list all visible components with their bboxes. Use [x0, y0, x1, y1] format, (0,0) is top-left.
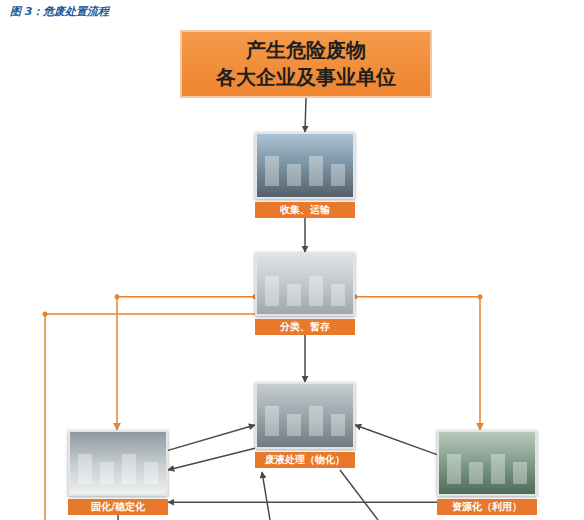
junction-dot [43, 312, 48, 317]
photo-shape [331, 414, 345, 436]
cropped-line [117, 515, 119, 520]
junction-dot [115, 294, 120, 299]
photo-detail [257, 254, 353, 314]
photo-shape [78, 454, 92, 484]
flow-arrow [305, 98, 306, 132]
step-label: 固化/稳定化 [68, 499, 168, 515]
photo-shape [309, 276, 323, 306]
step-label: 废液处理（物化） [255, 452, 355, 468]
flow-arrow [304, 335, 306, 382]
photo-shape [144, 462, 158, 484]
process-photo [255, 252, 355, 316]
photo-shape [100, 462, 114, 484]
photo-detail [257, 384, 353, 447]
photo-shape [331, 284, 345, 306]
flow-arrow [355, 425, 437, 455]
branch-wires [43, 312, 379, 520]
branch-line [45, 314, 255, 520]
process-photo-box: 分类、暂存 [255, 252, 355, 335]
photo-shape [309, 406, 323, 436]
cropped-line [340, 470, 378, 520]
process-photo-box: 废液处理（物化） [255, 382, 355, 468]
step-label: 资源化（利用） [437, 499, 537, 515]
photo-shape [122, 454, 136, 484]
photo-shape [265, 276, 279, 306]
photo-shape [469, 462, 483, 484]
cropped-arrow [262, 472, 270, 520]
step-label: 收集、运输 [255, 202, 355, 218]
process-photo [255, 382, 355, 449]
flow-arrow [168, 425, 255, 450]
photo-shape [491, 454, 505, 484]
photo-shape [287, 414, 301, 436]
junction-dot [478, 294, 483, 299]
photo-shape [447, 454, 461, 484]
photo-detail [70, 432, 166, 494]
photo-shape [309, 156, 323, 186]
photo-shape [513, 462, 527, 484]
photo-shape [265, 156, 279, 186]
photo-detail [257, 134, 353, 197]
step-label: 分类、暂存 [255, 319, 355, 335]
photo-shape [287, 164, 301, 186]
photo-detail [439, 432, 535, 494]
source-label: 产生危险废物 各大企业及事业单位 [182, 37, 430, 91]
photo-shape [287, 284, 301, 306]
photo-shape [331, 164, 345, 186]
flow-arrow [168, 502, 437, 504]
photo-shape [265, 406, 279, 436]
flow-arrow [168, 448, 255, 470]
process-photo-box: 固化/稳定化 [68, 430, 168, 515]
process-photo-box: 资源化（利用） [437, 430, 537, 515]
process-photo [437, 430, 537, 496]
branch-arrow [117, 297, 255, 430]
source-box: 产生危险废物 各大企业及事业单位 [180, 30, 432, 98]
figure-title: 图 3：危废处置流程 [10, 4, 109, 19]
process-photo [255, 132, 355, 199]
process-photo-box: 收集、运输 [255, 132, 355, 218]
branch-arrow [355, 297, 480, 430]
process-photo [68, 430, 168, 496]
flow-arrow [304, 218, 306, 252]
